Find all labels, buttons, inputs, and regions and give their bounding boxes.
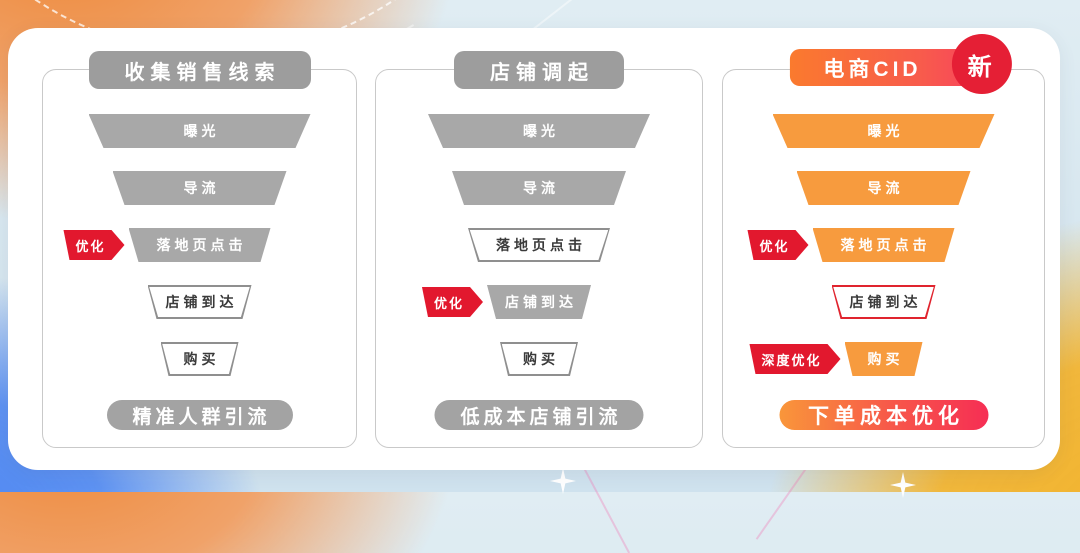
- panel-footer-label: 精准人群引流: [132, 406, 271, 428]
- stage-label: 购买: [523, 351, 559, 367]
- stage-landing-click: 优化 落地页点击: [813, 228, 955, 262]
- trapezoid-shape: [487, 285, 591, 319]
- trapezoid-shape: [845, 342, 923, 376]
- stage-exposure: 曝光: [89, 114, 311, 148]
- stage-label: 曝光: [867, 123, 904, 139]
- new-badge-label: 新: [967, 53, 996, 81]
- panel-shop-invoke: 店铺调起 曝光 导流 落地页点击 优化 店铺到达: [375, 51, 703, 448]
- panel-footer-label: 低成本店铺引流: [460, 406, 622, 428]
- stage-shop-arrival: 优化 店铺到达: [487, 285, 591, 319]
- panel-title: 电商CID: [823, 57, 922, 81]
- panel-footer-pill: 低成本店铺引流: [434, 400, 644, 430]
- trapezoid-shape: [452, 171, 626, 205]
- trapezoid-shape: [797, 171, 971, 205]
- optimize-badge-label: 优化: [433, 295, 464, 311]
- sparkle-icon: [550, 468, 576, 494]
- trapezoid-shape: [468, 228, 610, 262]
- panel-title-pill: 店铺调起: [454, 51, 624, 89]
- optimize-badge-label: 优化: [75, 238, 106, 254]
- stage-label: 导流: [867, 180, 904, 196]
- stage-traffic: 导流: [797, 171, 971, 205]
- stage-exposure: 曝光: [773, 114, 995, 148]
- stage-label: 落地页点击: [840, 237, 931, 253]
- panel-footer-label: 下单成本优化: [808, 405, 964, 428]
- funnel-collect-leads: 曝光 导流 优化 落地页点击 店铺到达 购买: [43, 70, 356, 376]
- stage-landing-click: 优化 落地页点击: [129, 228, 271, 262]
- stage-exposure: 曝光: [428, 114, 650, 148]
- panel-footer-pill: 精准人群引流: [106, 400, 293, 430]
- stage-label: 落地页点击: [496, 237, 586, 253]
- optimize-badge: 优化: [747, 230, 808, 260]
- stage-label: 导流: [523, 180, 559, 196]
- panel-title: 收集销售线索: [124, 61, 281, 84]
- deep-optimize-badge: 深度优化: [749, 344, 840, 374]
- funnel-ecommerce-cid: 曝光 导流 优化 落地页点击 店铺到达 深度优化: [723, 70, 1044, 376]
- stage-label: 店铺到达: [165, 294, 238, 310]
- trapezoid-shape: [161, 342, 239, 376]
- stage-label: 曝光: [523, 123, 559, 139]
- stage-label: 店铺到达: [849, 294, 922, 310]
- trapezoid-shape: [428, 114, 650, 148]
- stage-purchase: 购买: [500, 342, 578, 376]
- stage-label: 购买: [183, 351, 220, 367]
- stage-shop-arrival: 店铺到达: [148, 285, 252, 319]
- main-card: 收集销售线索 曝光 导流 优化 落地页点击 店铺到达: [8, 28, 1060, 470]
- stage-label: 导流: [183, 180, 220, 196]
- stage-label: 店铺到达: [505, 294, 577, 310]
- trapezoid-shape: [89, 114, 311, 148]
- trapezoid-shape: [813, 228, 955, 262]
- panel-footer-pill: 下单成本优化: [779, 400, 988, 430]
- panel-title-pill: 收集销售线索: [88, 51, 311, 89]
- trapezoid-shape: [129, 228, 271, 262]
- sparkle-icon: [890, 472, 916, 498]
- optimize-badge-label: 优化: [759, 238, 790, 254]
- panel-collect-leads: 收集销售线索 曝光 导流 优化 落地页点击 店铺到达: [42, 51, 357, 448]
- optimize-badge: 优化: [422, 287, 483, 317]
- stage-label: 曝光: [183, 123, 220, 139]
- panel-ecommerce-cid: 电商CID 新 曝光 导流 优化 落地页点击: [722, 34, 1045, 448]
- panel-title-pill: 电商CID 新: [789, 34, 1012, 94]
- new-badge: 新: [951, 34, 1012, 94]
- stage-traffic: 导流: [452, 171, 626, 205]
- funnel-shop-invoke: 曝光 导流 落地页点击 优化 店铺到达 购买: [376, 70, 702, 376]
- stage-purchase: 购买: [161, 342, 239, 376]
- stage-landing-click: 落地页点击: [468, 228, 610, 262]
- trapezoid-shape: [113, 171, 287, 205]
- stage-purchase: 深度优化 购买: [845, 342, 923, 376]
- trapezoid-shape: [832, 285, 936, 319]
- panel-title: 店铺调起: [490, 61, 594, 84]
- stage-shop-arrival: 店铺到达: [832, 285, 936, 319]
- stage-label: 购买: [867, 351, 904, 367]
- stage-label: 落地页点击: [156, 237, 247, 253]
- trapezoid-shape: [148, 285, 252, 319]
- trapezoid-shape: [773, 114, 995, 148]
- deep-optimize-badge-label: 深度优化: [761, 352, 822, 368]
- stage-traffic: 导流: [113, 171, 287, 205]
- optimize-badge: 优化: [63, 230, 124, 260]
- trapezoid-shape: [500, 342, 578, 376]
